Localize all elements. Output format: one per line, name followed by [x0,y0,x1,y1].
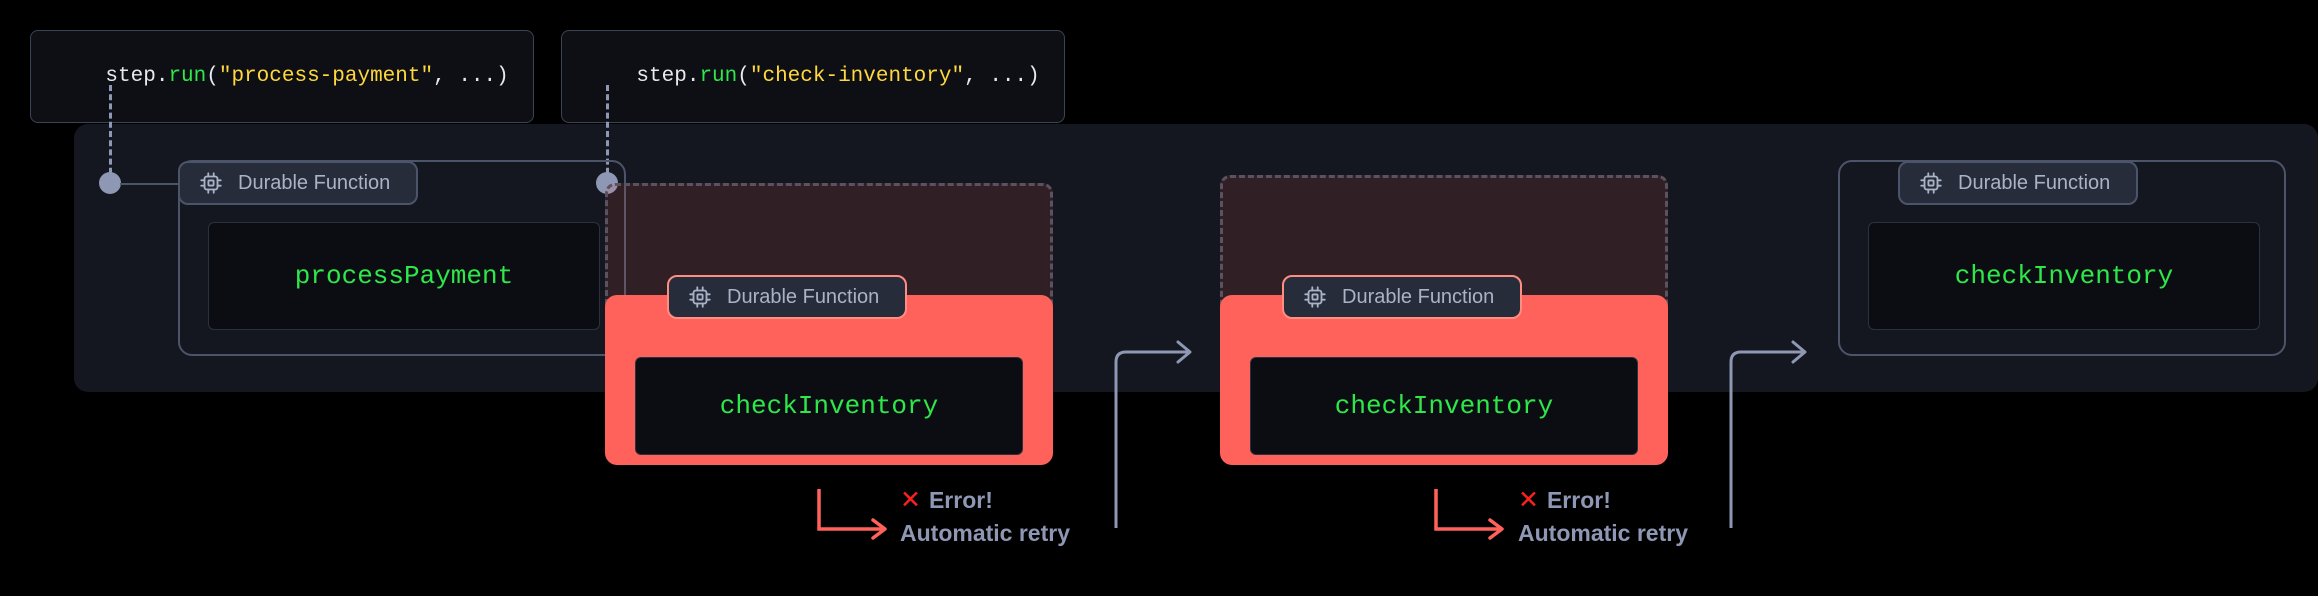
code-token: , ...) [964,65,1040,88]
error-arrow-2 [1434,489,1504,540]
chip-label: Durable Function [1342,285,1495,308]
retry-connector-1 [1114,340,1192,528]
node-function-name-process-payment: processPayment [208,222,600,330]
code-token: ( [206,65,219,88]
code-token: "process-payment" [218,65,434,88]
retry-connector-2 [1729,340,1807,528]
microchip-icon [1918,170,1944,196]
callout-drop-line-1 [109,85,112,183]
error-title: Error! [1546,487,1611,513]
microchip-icon [198,170,224,196]
dot-to-chip-connector-1 [120,183,178,185]
chip-durable-function-4: Durable Function [1898,161,2139,205]
code-token: step. [636,65,700,88]
error-subtitle: Automatic retry [1518,520,1688,546]
error-arrow-1 [817,489,887,540]
microchip-icon [687,284,713,310]
chip-durable-function-3: Durable Function [1282,275,1523,319]
chip-label: Durable Function [238,171,391,194]
step-anchor-dot-1 [99,172,121,194]
code-token: "check-inventory" [749,65,965,88]
node-function-name-attempt-2: checkInventory [1250,357,1638,455]
error-annotation-2: ✕ Error! Automatic retry [1518,487,1688,547]
cross-mark-icon: ✕ [900,486,921,514]
code-token: run [168,65,207,88]
code-label-process-payment: step.run("process-payment", ...) [30,30,534,123]
code-token: step. [105,65,169,88]
chip-label: Durable Function [1958,171,2111,194]
code-label-check-inventory: step.run("check-inventory", ...) [561,30,1065,123]
microchip-icon [1302,284,1328,310]
callout-drop-line-2 [606,85,609,183]
chip-durable-function-2: Durable Function [667,275,908,319]
chip-label: Durable Function [727,285,880,308]
error-annotation-1: ✕ Error! Automatic retry [900,487,1070,547]
error-subtitle: Automatic retry [900,520,1070,546]
node-check-inventory-attempt-1[interactable]: checkInventory [605,295,1053,465]
node-function-name-attempt-1: checkInventory [635,357,1023,455]
cross-mark-icon: ✕ [1518,486,1539,514]
error-title: Error! [928,487,993,513]
node-check-inventory-attempt-2[interactable]: checkInventory [1220,295,1668,465]
chip-durable-function-1: Durable Function [178,161,419,205]
code-token: run [699,65,738,88]
code-token: , ...) [433,65,509,88]
node-function-name-success: checkInventory [1868,222,2260,330]
code-token: ( [737,65,750,88]
